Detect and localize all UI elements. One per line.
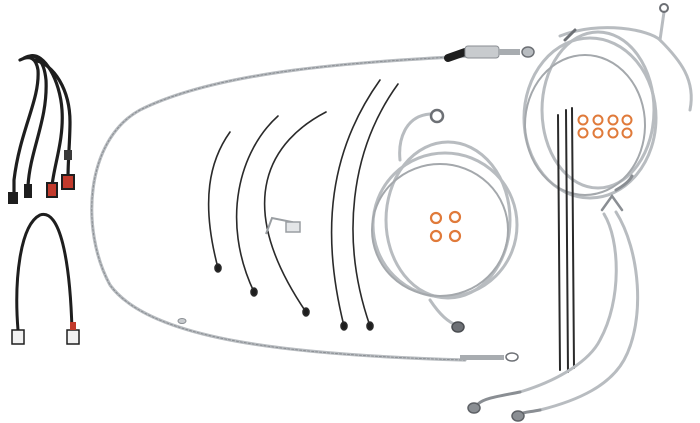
braided-hydraulic-line-coil	[522, 3, 693, 200]
wiring-harness-extension-pair	[8, 54, 75, 204]
wiring-harness-jumper	[11, 212, 80, 345]
copper-crush-washers-small-set	[429, 210, 462, 243]
copper-crush-washers-large-set	[577, 114, 633, 139]
ground-bracket	[265, 216, 301, 235]
wire-extension-leads	[207, 79, 399, 331]
braided-clutch-cable	[90, 45, 535, 362]
front-brake-lines-with-banjo-fittings	[467, 193, 640, 422]
zip-tie-rods	[557, 107, 575, 373]
braided-brake-line-coil	[371, 108, 519, 333]
